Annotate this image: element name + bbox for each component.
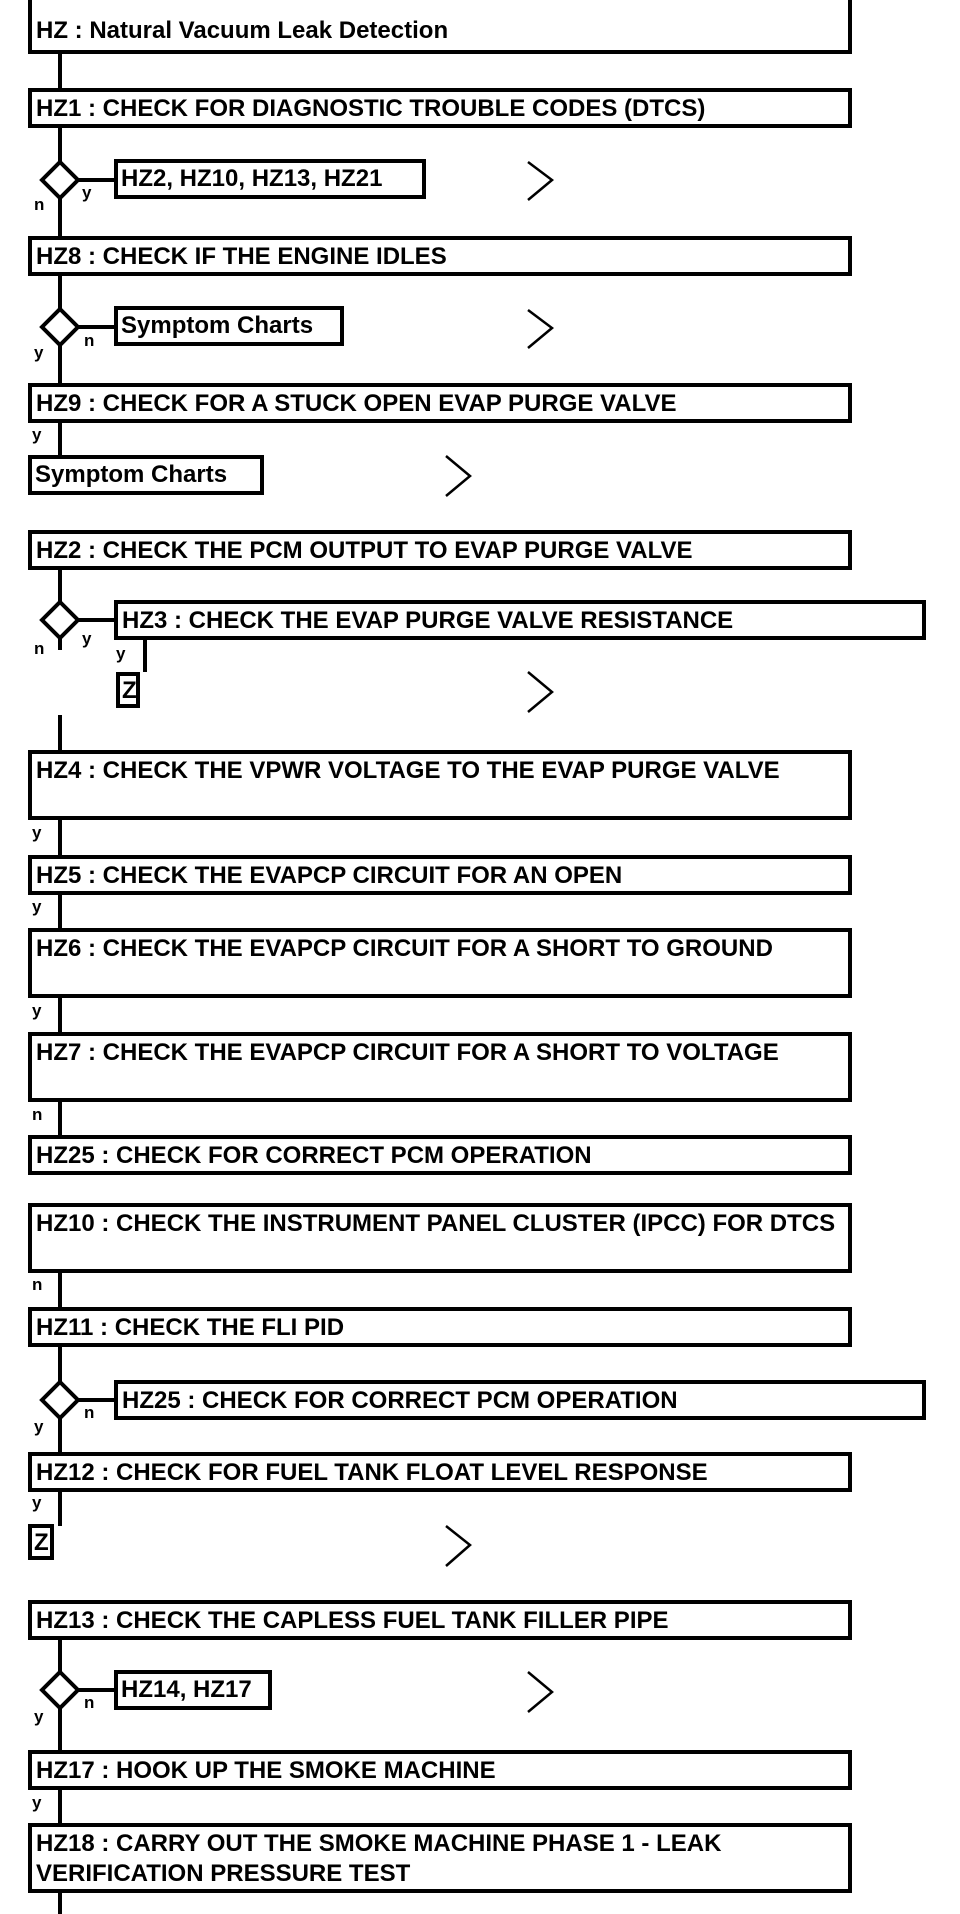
branch-label-no: n: [34, 195, 45, 214]
step-hz13[interactable]: HZ13 : CHECK THE CAPLESS FUEL TANK FILLE…: [28, 1600, 852, 1640]
step-hz3-yes-target[interactable]: Z: [116, 672, 140, 708]
step-hz11-no-target[interactable]: HZ25 : CHECK FOR CORRECT PCM OPERATION: [114, 1380, 926, 1420]
branch-label-yes: y: [32, 1001, 42, 1020]
chevron-right-icon: [445, 1525, 472, 1567]
branch-label-yes: y: [32, 823, 42, 842]
step-hz1-yes-target[interactable]: HZ2, HZ10, HZ13, HZ21: [114, 159, 426, 199]
decision-diamond-hz13: [39, 1669, 81, 1711]
step-hz8-no-target[interactable]: Symptom Charts: [114, 306, 344, 346]
branch-label-yes: y: [116, 644, 126, 663]
step-hz9[interactable]: HZ9 : CHECK FOR A STUCK OPEN EVAP PURGE …: [28, 383, 852, 423]
step-hz8[interactable]: HZ8 : CHECK IF THE ENGINE IDLES: [28, 236, 852, 276]
branch-label-yes: y: [32, 425, 42, 444]
step-hz9-yes-target[interactable]: Symptom Charts: [28, 455, 264, 495]
step-hz5[interactable]: HZ5 : CHECK THE EVAPCP CIRCUIT FOR AN OP…: [28, 855, 852, 895]
branch-label-yes: y: [82, 629, 92, 648]
branch-label-no: n: [84, 1403, 95, 1422]
branch-label-no: n: [34, 639, 45, 658]
step-hz12[interactable]: HZ12 : CHECK FOR FUEL TANK FLOAT LEVEL R…: [28, 1452, 852, 1492]
step-hz18[interactable]: HZ18 : CARRY OUT THE SMOKE MACHINE PHASE…: [28, 1823, 852, 1893]
branch-label-yes: y: [32, 1493, 42, 1512]
branch-label-yes: y: [34, 343, 44, 362]
branch-label-yes: y: [34, 1417, 44, 1436]
decision-diamond-hz11: [39, 1379, 81, 1421]
step-hz17[interactable]: HZ17 : HOOK UP THE SMOKE MACHINE: [28, 1750, 852, 1790]
step-hz10[interactable]: HZ10 : CHECK THE INSTRUMENT PANEL CLUSTE…: [28, 1203, 852, 1273]
chevron-right-icon: [527, 309, 555, 349]
branch-label-yes: y: [32, 897, 42, 916]
branch-label-no: n: [32, 1275, 43, 1294]
branch-label-yes: y: [82, 183, 92, 202]
chevron-right-icon: [527, 161, 555, 201]
branch-label-no: n: [84, 1693, 95, 1712]
chevron-right-icon: [527, 671, 554, 713]
step-hz3[interactable]: HZ3 : CHECK THE EVAP PURGE VALVE RESISTA…: [114, 600, 926, 640]
chevron-right-icon: [527, 1671, 554, 1713]
step-hz2[interactable]: HZ2 : CHECK THE PCM OUTPUT TO EVAP PURGE…: [28, 530, 852, 570]
step-hz25[interactable]: HZ25 : CHECK FOR CORRECT PCM OPERATION: [28, 1135, 852, 1175]
step-hz1[interactable]: HZ1 : CHECK FOR DIAGNOSTIC TROUBLE CODES…: [28, 88, 852, 128]
branch-label-yes: y: [32, 1793, 42, 1812]
decision-diamond-hz2: [39, 599, 81, 641]
step-hz4[interactable]: HZ4 : CHECK THE VPWR VOLTAGE TO THE EVAP…: [28, 750, 852, 820]
step-hz7[interactable]: HZ7 : CHECK THE EVAPCP CIRCUIT FOR A SHO…: [28, 1032, 852, 1102]
branch-label-no: n: [84, 331, 95, 350]
branch-label-no: n: [32, 1105, 43, 1124]
branch-label-yes: y: [34, 1707, 44, 1726]
step-hz12-yes-target[interactable]: Z: [28, 1524, 54, 1560]
step-hz11[interactable]: HZ11 : CHECK THE FLI PID: [28, 1307, 852, 1347]
step-hz-title[interactable]: HZ : Natural Vacuum Leak Detection: [28, 0, 852, 54]
step-hz6[interactable]: HZ6 : CHECK THE EVAPCP CIRCUIT FOR A SHO…: [28, 928, 852, 998]
chevron-right-icon: [445, 455, 472, 497]
decision-diamond-hz8: [39, 306, 81, 348]
decision-diamond-hz1: [39, 159, 81, 201]
step-hz13-no-target[interactable]: HZ14, HZ17: [114, 1670, 272, 1710]
